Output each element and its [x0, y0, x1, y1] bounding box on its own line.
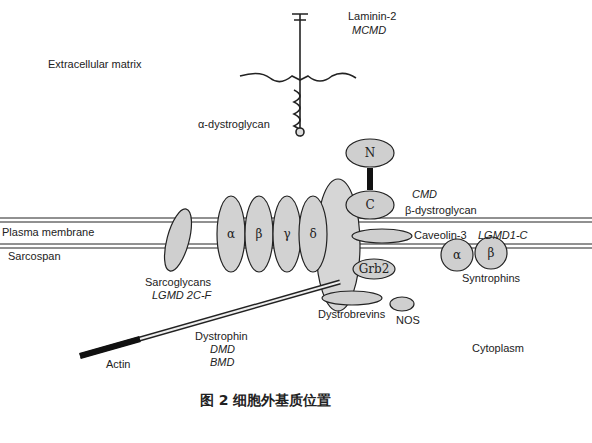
protein-node: N	[345, 138, 395, 168]
oval-shape	[346, 191, 394, 219]
node-label: N	[345, 138, 395, 168]
protein-node: α	[216, 195, 246, 273]
protein-node: α	[440, 238, 474, 272]
oval-shape	[245, 196, 273, 272]
part-label: LGMD 2C-F	[152, 289, 211, 301]
part-label: Actin	[106, 358, 130, 370]
part-label: Cytoplasm	[472, 342, 524, 354]
protein-node: δ	[298, 195, 328, 273]
part-label: CMD	[412, 188, 437, 200]
part-label: Sarcoglycans	[145, 276, 211, 288]
oval-shape	[273, 196, 301, 272]
protein-node: β	[474, 236, 508, 270]
binding-bar	[367, 168, 373, 190]
part-label: β-dystroglycan	[405, 204, 477, 216]
oval-shape	[353, 259, 395, 279]
part-label: BMD	[210, 356, 234, 368]
part-label: Syntrophins	[462, 272, 520, 284]
oval-shape	[299, 196, 327, 272]
node-label: γ	[272, 195, 302, 273]
part-label: Caveolin-3	[414, 229, 467, 241]
protein-node: γ	[272, 195, 302, 273]
dystrobrevin-shape	[322, 291, 382, 305]
oval-shape	[346, 139, 394, 167]
node-label: α	[440, 238, 474, 272]
node-label: Grb2	[352, 258, 396, 280]
node-label: C	[345, 190, 395, 220]
node-label: δ	[298, 195, 328, 273]
protein-node: C	[345, 190, 395, 220]
node-label: β	[244, 195, 274, 273]
nos-shape	[390, 297, 414, 311]
part-label: Dystrobrevins	[318, 308, 385, 320]
node-label: β	[474, 236, 508, 270]
part-label: Extracellular matrix	[48, 58, 142, 70]
figure-caption: 图 2 细胞外基质位置	[200, 392, 332, 410]
part-label: NOS	[396, 314, 420, 326]
oval-shape	[441, 239, 473, 271]
protein-node: β	[244, 195, 274, 273]
part-label: Laminin-2	[348, 10, 396, 22]
part-label: Dystrophin	[195, 330, 248, 342]
caveolin-shape	[352, 229, 412, 243]
oval-shape	[217, 196, 245, 272]
part-label: α-dystroglycan	[198, 118, 270, 130]
laminin-symbol	[240, 14, 356, 136]
part-label: DMD	[210, 343, 235, 355]
part-label: Plasma membrane	[2, 226, 94, 238]
sarcospan-shape	[159, 206, 197, 274]
node-label: α	[216, 195, 246, 273]
part-label: MCMD	[352, 24, 386, 36]
protein-node: Grb2	[352, 258, 396, 280]
oval-shape	[475, 237, 507, 269]
part-label: LGMD1-C	[478, 229, 528, 241]
part-label: Sarcospan	[8, 250, 61, 262]
dystrophin-rod	[80, 282, 340, 356]
